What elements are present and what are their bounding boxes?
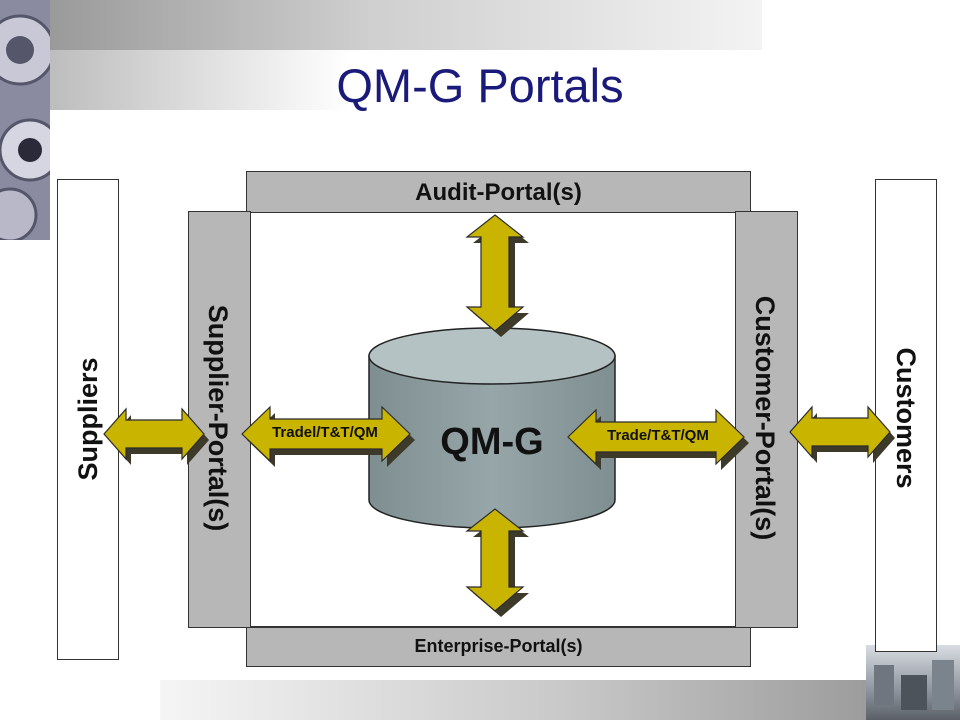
arrow-qmg-enterprise bbox=[465, 508, 529, 617]
customer-portal bbox=[735, 211, 798, 628]
suppliers-label: Suppliers bbox=[73, 357, 103, 481]
factory-machine-icon bbox=[874, 660, 954, 710]
suppliers-box bbox=[57, 179, 119, 660]
audit-portal bbox=[246, 171, 751, 213]
qmg-database-cylinder bbox=[368, 327, 616, 529]
arrow-portal-customers bbox=[789, 405, 895, 463]
supplier-portal-label: Supplier-Portal(s) bbox=[203, 304, 233, 532]
enterprise-portal bbox=[246, 627, 751, 667]
right-arrow-label: Trade/T&T/QM bbox=[607, 427, 709, 444]
audit-portal-label: Audit-Portal(s) bbox=[415, 179, 582, 206]
gear-image bbox=[0, 0, 50, 240]
qmg-center-label: QM-G bbox=[440, 421, 544, 463]
arrow-suppliers-portal bbox=[103, 407, 209, 465]
gear-icon bbox=[0, 14, 50, 240]
left-arrow-label: Tradel/T&T/QM bbox=[272, 424, 378, 441]
enterprise-portal-label: Enterprise-Portal(s) bbox=[414, 636, 583, 656]
arrow-supplier-portal-qmg bbox=[241, 405, 415, 467]
customers-label: Customers bbox=[891, 347, 921, 489]
header-gradient-bar-2 bbox=[50, 50, 350, 110]
footer-gradient-bar bbox=[160, 680, 960, 720]
header-gradient-bar bbox=[50, 0, 762, 50]
factory-photo bbox=[866, 645, 960, 720]
page-title: QM-G Portals bbox=[336, 59, 624, 112]
customers-box bbox=[875, 179, 937, 652]
arrow-qmg-customer-portal bbox=[567, 408, 749, 470]
arrow-audit-qmg bbox=[465, 214, 529, 337]
customer-portal-label: Customer-Portal(s) bbox=[750, 295, 780, 541]
